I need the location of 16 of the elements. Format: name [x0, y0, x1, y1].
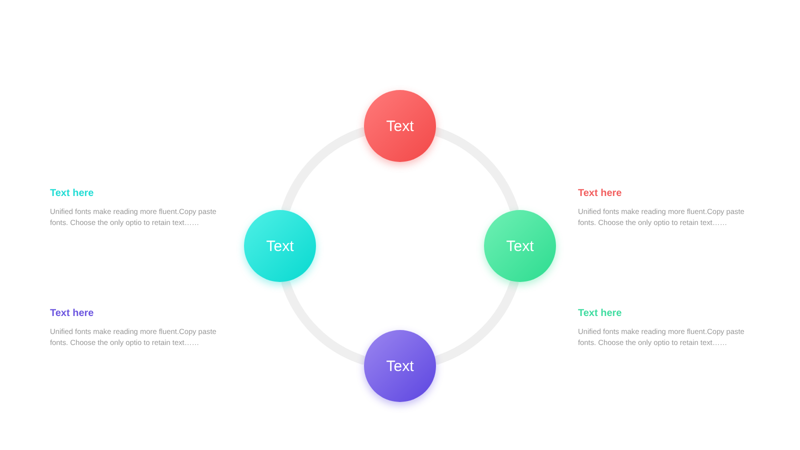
- heading: Text here: [578, 188, 622, 199]
- node-label: Text: [506, 238, 534, 254]
- circle-node: [364, 90, 436, 162]
- heading: Text here: [50, 308, 94, 319]
- heading: Text here: [50, 188, 94, 199]
- connector-arc: [281, 127, 368, 214]
- connector-arc: [432, 127, 519, 214]
- heading: Text here: [578, 308, 622, 319]
- node-label: Text: [266, 238, 294, 254]
- circle-node: [244, 210, 316, 282]
- connector-arc: [281, 278, 368, 365]
- circle-node: [484, 210, 556, 282]
- node-label: Text: [386, 358, 414, 374]
- node-label: Text: [386, 118, 414, 134]
- connector-arc: [432, 278, 519, 365]
- circle-node: [364, 330, 436, 402]
